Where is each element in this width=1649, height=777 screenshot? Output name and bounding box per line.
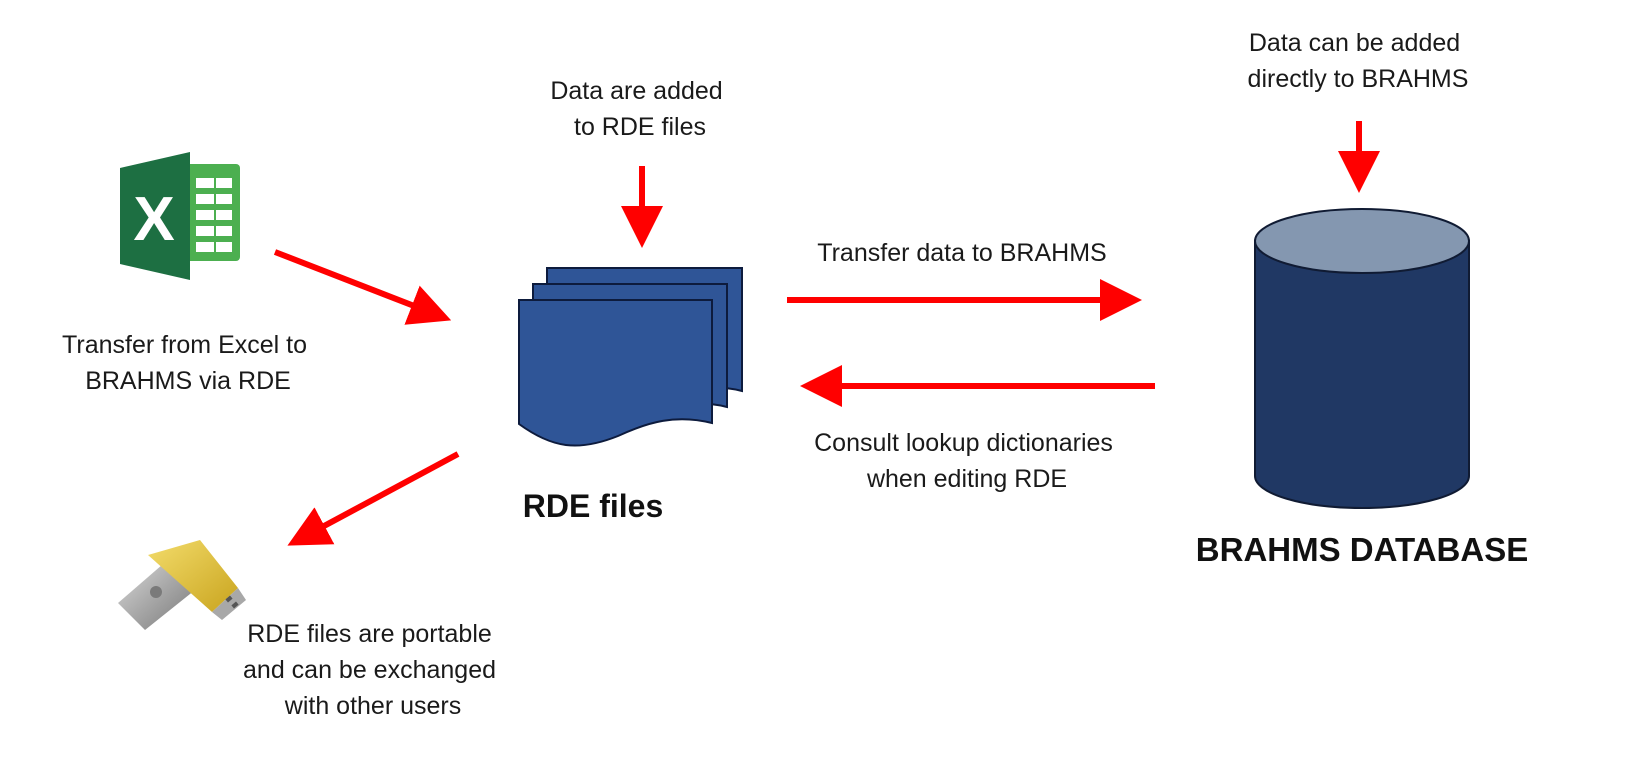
excel-icon: X [120, 152, 240, 280]
database-top [1254, 208, 1470, 274]
label-brahms-database: BRAHMS DATABASE [1196, 531, 1528, 568]
label-data-added-rde: Data are added to RDE files [550, 77, 729, 141]
usb-body [148, 540, 238, 612]
label-rde-files: RDE files [523, 488, 663, 524]
label-data-added-brahms: Data can be added directly to BRAHMS [1248, 29, 1469, 93]
usb-drive-icon [118, 540, 246, 630]
label-transfer-from-excel: Transfer from Excel to BRAHMS via RDE [62, 331, 314, 395]
arrow-excel-to-rde [273, 249, 452, 325]
arrow-rde-to-usb [287, 451, 460, 546]
label-transfer-to-brahms: Transfer data to BRAHMS [817, 239, 1106, 267]
rde-files-icon [518, 267, 743, 447]
brahms-database-icon [1254, 208, 1470, 509]
usb-connector [212, 588, 246, 620]
excel-cover [120, 152, 190, 280]
database-body [1254, 240, 1470, 509]
label-consult-lookup: Consult lookup dictionaries when editing… [814, 429, 1120, 493]
usb-pivot [150, 586, 162, 598]
excel-grid-lines [196, 178, 232, 252]
excel-letter: X [133, 185, 174, 254]
label-portable: RDE files are portable and can be exchan… [243, 620, 503, 720]
rde-doc-front [518, 299, 713, 447]
